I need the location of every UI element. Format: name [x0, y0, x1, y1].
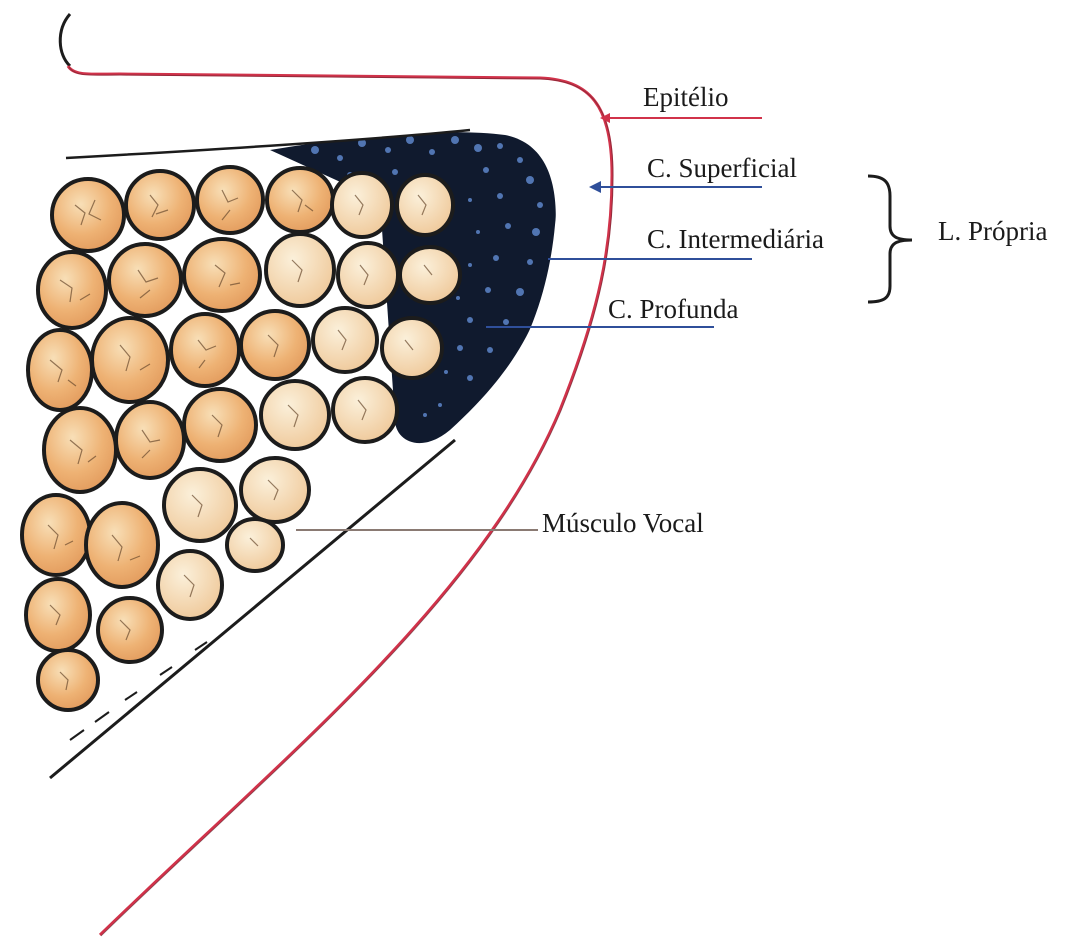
fold-edge-upper	[60, 14, 70, 66]
lamina-propria-label: L. Própria	[938, 218, 1047, 245]
arrow-head-icon	[589, 181, 601, 193]
epitelio-label: Epitélio	[643, 84, 728, 111]
intermediate-layer-label: C. Intermediária	[647, 226, 824, 253]
vocal-muscle-label: Músculo Vocal	[542, 510, 704, 537]
deep-layer-label: C. Profunda	[608, 296, 739, 323]
superficial-layer-label: C. Superficial	[647, 155, 797, 182]
curly-brace-icon	[868, 176, 912, 302]
